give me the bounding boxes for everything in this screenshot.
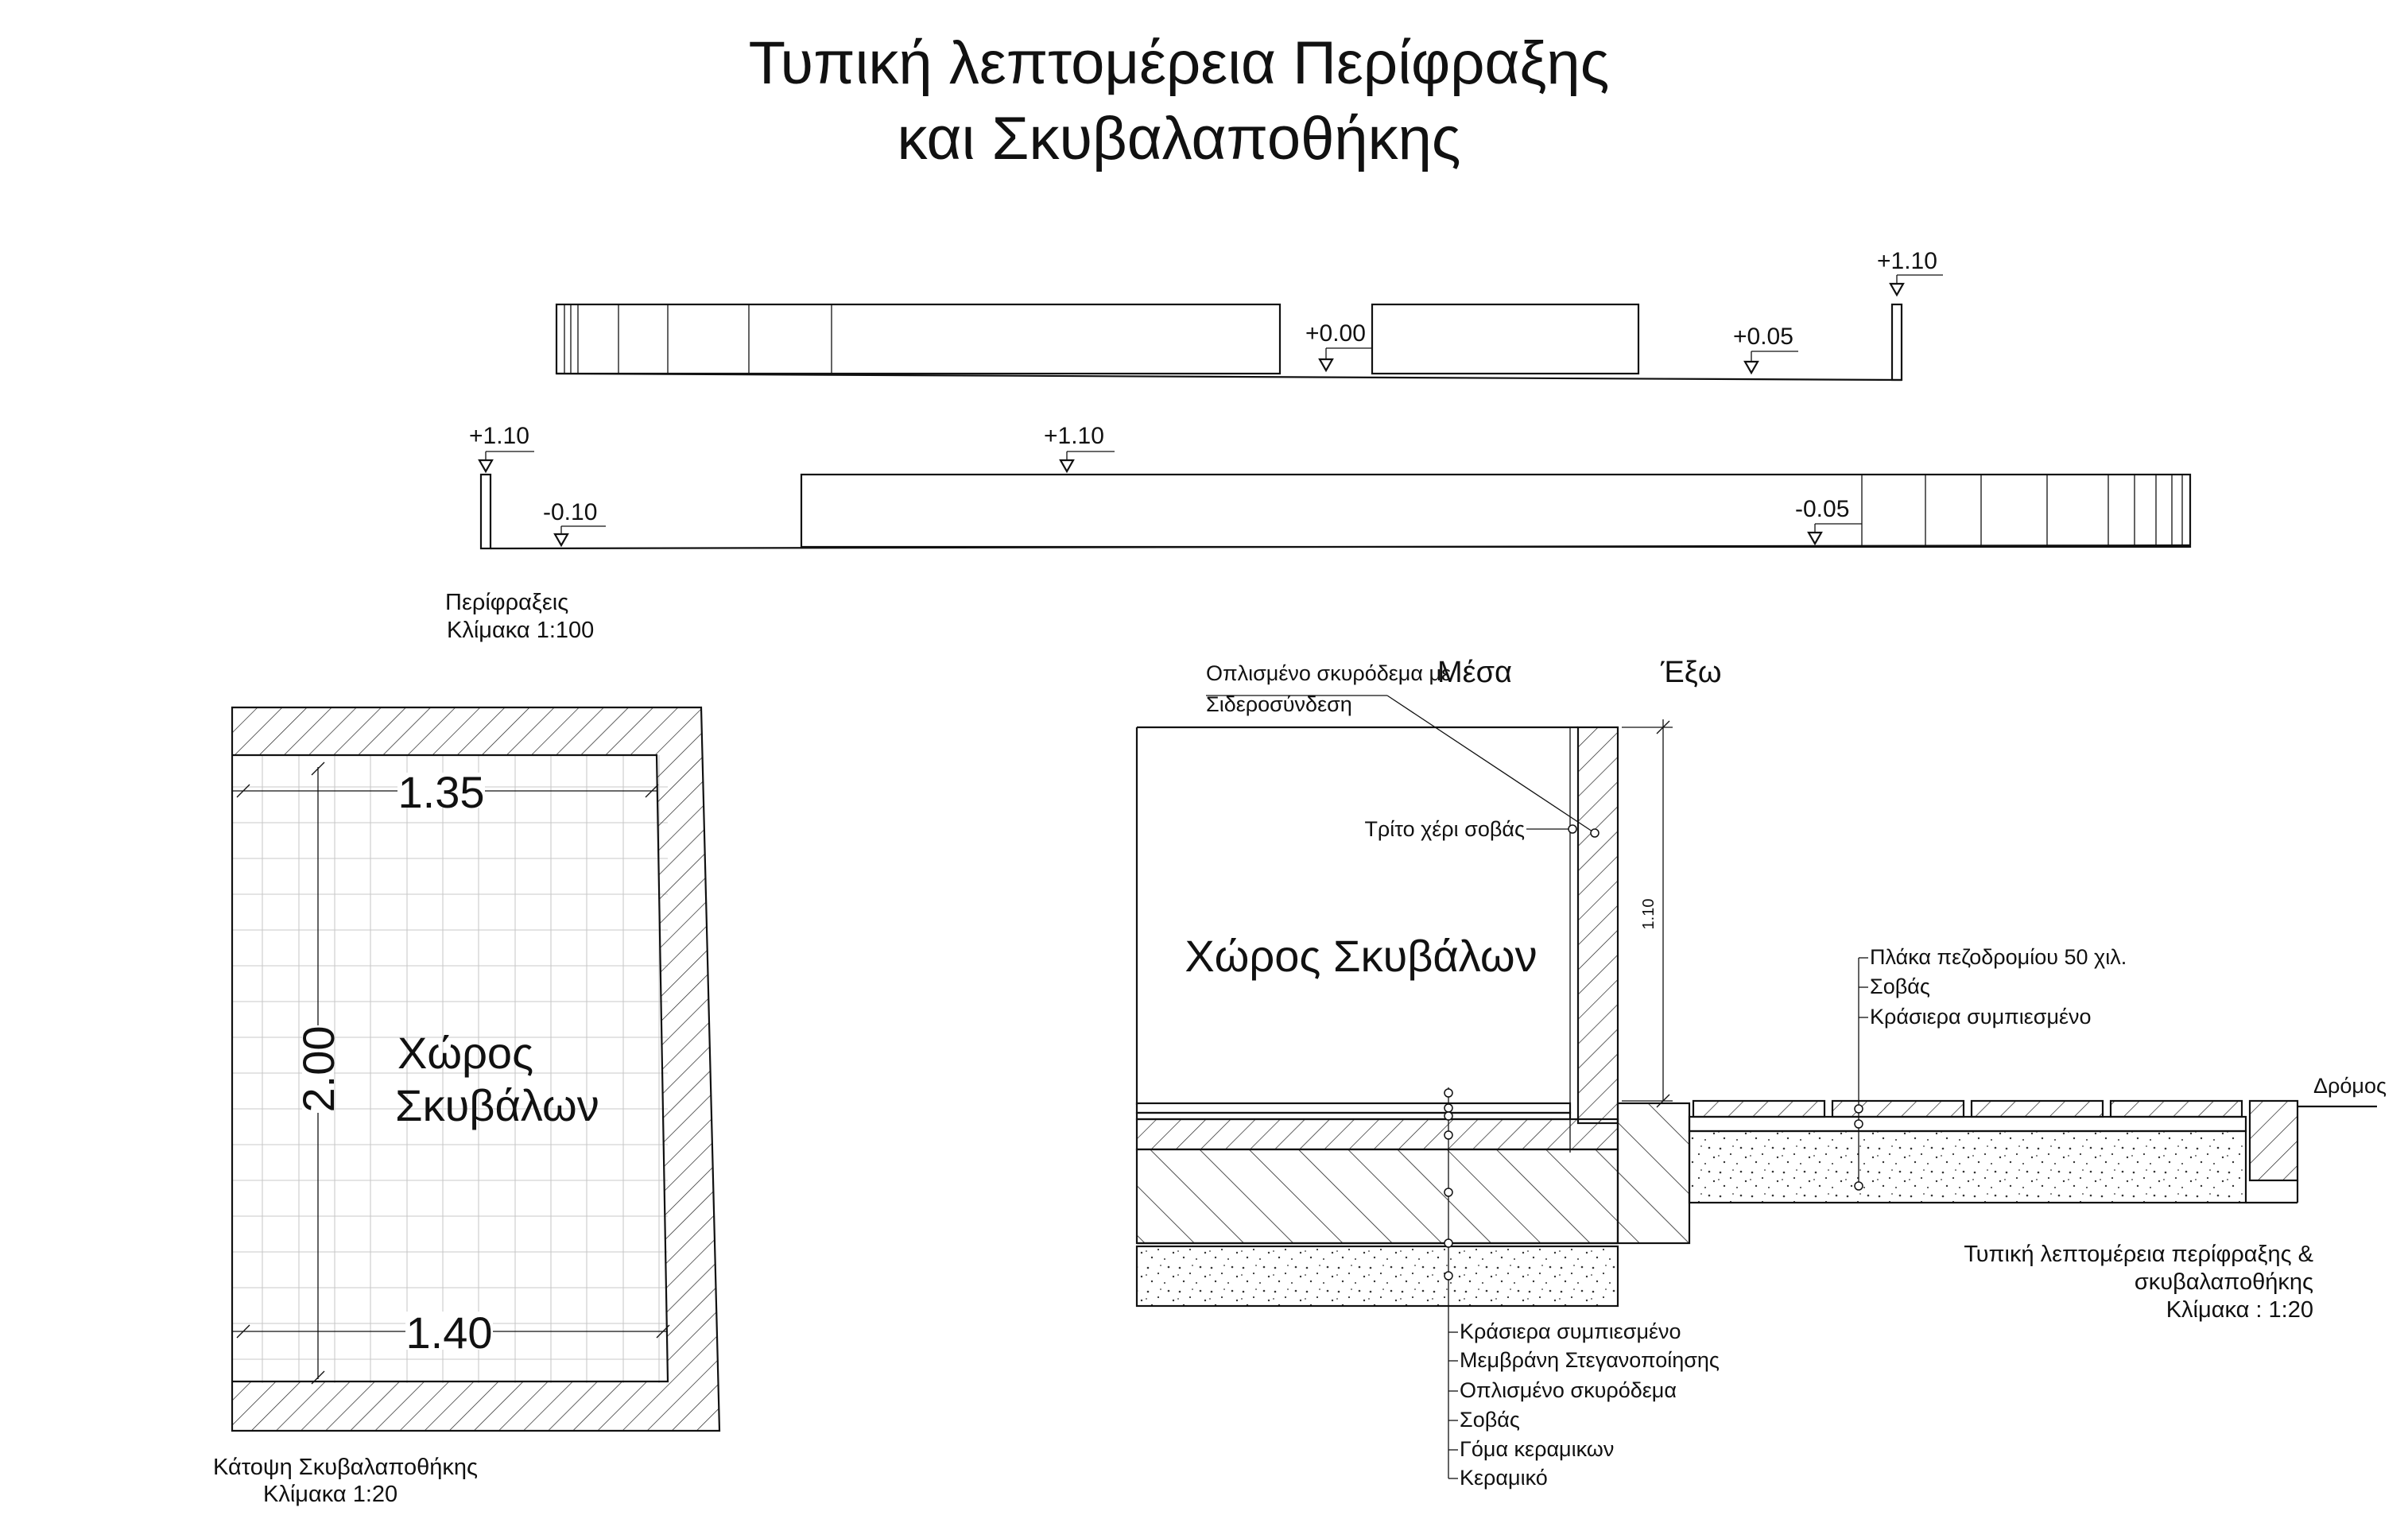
outer-curb: [1616, 1102, 1691, 1245]
room-label-line-2: Σκυβάλων: [395, 1080, 599, 1130]
fence-segment-long: [800, 473, 2192, 548]
paving-slab: [1970, 1099, 2104, 1118]
level-value: +0.00: [1305, 320, 1366, 347]
room-label-line-1: Χώρος: [397, 1028, 533, 1078]
title-line-2: και Σκυβαλαποθήκης: [897, 105, 1460, 172]
level-marker: -0.05: [1795, 496, 1862, 546]
glue-layer: [1135, 1111, 1572, 1121]
dimension-height: 2.00: [293, 761, 343, 1385]
gravel-layer: [1135, 1245, 1619, 1308]
dimension-top: 1.35: [232, 767, 659, 817]
level-value: -0.05: [1795, 496, 1849, 522]
refuse-store-plan: 1.35 1.40 2.00 Χώρος Σκυβάλων: [231, 706, 721, 1432]
level-marker: +1.10: [1877, 248, 1943, 297]
fence-post-right: [1890, 303, 1903, 382]
sidewalk-layers-callout: Πλάκα πεζοδρομίου 50 χιλ. Σοβάς Κράσιερα…: [1854, 945, 2127, 1191]
layer-label: Κράσιερα συμπιεσμένο: [1460, 1319, 1681, 1343]
layer-label: Γόμα κεραμικων: [1460, 1437, 1614, 1461]
dimension-value: 2.00: [293, 1026, 343, 1113]
plaster-callout: Τρίτο χέρι σοβάς: [1364, 817, 1577, 841]
section-caption-title: σκυβαλαποθήκης: [2135, 1269, 2313, 1295]
section-caption: Τυπική λεπτομέρεια περίφραξης & σκυβαλαπ…: [1964, 1242, 2313, 1323]
level-marker: +1.10: [1044, 423, 1115, 474]
elevation-caption-scale: Κλίμακα 1:100: [447, 618, 594, 643]
level-marker: -0.10: [543, 499, 606, 548]
screed-layer: [1135, 1118, 1619, 1151]
level-value: +1.10: [469, 423, 529, 449]
level-marker: +1.10: [469, 423, 534, 474]
section-caption-title: Τυπική λεπτομέρεια περίφραξης &: [1964, 1242, 2313, 1267]
inside-label: Μέσα: [1437, 656, 1512, 689]
sidewalk-mortar: [1688, 1115, 2247, 1133]
plan-caption-title: Κάτοψη Σκυβαλαποθήκης: [213, 1455, 478, 1480]
plan-caption-scale: Κλίμακα 1:20: [263, 1482, 397, 1507]
sidewalk: [1688, 1099, 2377, 1204]
wall-callout: Οπλισμένο σκυρόδεμα με Σιδεροσύνδεση: [1206, 661, 1600, 838]
layer-label: Μεμβράνη Στεγανοποίησης: [1460, 1348, 1720, 1372]
layer-label: Κράσιερα συμπιεσμένο: [1870, 1005, 2092, 1029]
fence-section-detail: Μέσα Έξω Χώρος Σκυβάλων 1.10: [1135, 656, 2387, 1490]
fence-segment-middle: [1371, 303, 1640, 375]
paving-slab: [1692, 1099, 1826, 1118]
section-caption-scale: Κλίμακα : 1:20: [2166, 1297, 2313, 1323]
layer-label: Σοβάς: [1460, 1408, 1520, 1432]
paving-slab: [1831, 1099, 1965, 1118]
level-value: +1.10: [1877, 248, 1937, 274]
road-label: Δρόμος: [2313, 1074, 2387, 1098]
sidewalk-base: [1688, 1130, 2247, 1204]
road-kerb: [2248, 1099, 2299, 1182]
wall-height-dimension: 1.10: [1622, 719, 1673, 1108]
dimension-bottom: 1.40: [232, 1308, 670, 1358]
callout-text: Οπλισμένο σκυρόδεμα με: [1206, 661, 1451, 685]
room-label: Χώρος Σκυβάλων: [1185, 931, 1537, 981]
level-marker: +0.00: [1305, 320, 1372, 373]
ground-line: [556, 372, 1902, 382]
fence-post-left: [479, 473, 492, 550]
plan-walls: [231, 706, 721, 1432]
dimension-value: 1.35: [398, 767, 485, 817]
floor-layers-callout: Κράσιερα συμπιεσμένο Μεμβράνη Στεγανοποί…: [1444, 1087, 1720, 1490]
elevation-caption-title: Περίφραξεις: [445, 590, 568, 615]
paving-slab: [2109, 1099, 2243, 1118]
callout-text: Σιδεροσύνδεση: [1206, 692, 1352, 716]
level-value: -0.10: [543, 499, 597, 525]
layer-label: Πλάκα πεζοδρομίου 50 χιλ.: [1870, 945, 2127, 969]
fence-segment-left: [555, 303, 1282, 375]
plan-caption: Κάτοψη Σκυβαλαποθήκης Κλίμακα 1:20: [213, 1455, 478, 1507]
plan-grid: [232, 755, 668, 1383]
fence-elevation-bottom: +1.10 -0.10 +1.10 -0.05: [469, 423, 2192, 550]
dimension-value: 1.10: [1640, 899, 1658, 930]
tile-layer: [1135, 1102, 1572, 1114]
level-marker: +0.05: [1733, 324, 1798, 375]
callout-text: Τρίτο χέρι σοβάς: [1364, 817, 1525, 841]
layer-label: Κεραμικό: [1460, 1466, 1548, 1490]
level-value: +0.05: [1733, 324, 1793, 350]
elevation-caption: Περίφραξεις Κλίμακα 1:100: [445, 590, 594, 643]
layer-label: Σοβάς: [1870, 975, 1930, 998]
title-line-1: Τυπική λεπτομέρεια Περίφραξης: [749, 29, 1610, 97]
outside-label: Έξω: [1660, 656, 1721, 689]
fence-elevation-top: +0.00 +0.05 +1.10: [555, 248, 1943, 382]
level-value: +1.10: [1044, 423, 1104, 449]
dimension-value: 1.40: [406, 1308, 493, 1358]
sheet-title: Τυπική λεπτομέρεια Περίφραξης και Σκυβαλ…: [749, 29, 1610, 172]
fence-wall: [1576, 726, 1619, 1125]
slab-layer: [1135, 1148, 1619, 1245]
layer-label: Οπλισμένο σκυρόδεμα: [1460, 1378, 1677, 1402]
